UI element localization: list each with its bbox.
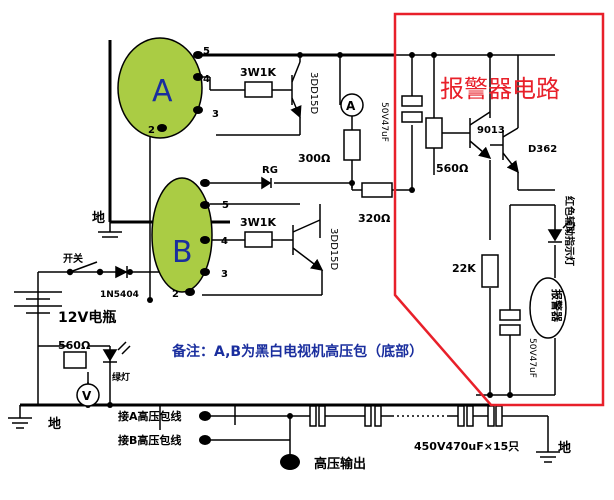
coil-b-pin-4 [200,236,210,244]
ground-symbol-coil [98,222,122,238]
ground-symbol-right [536,451,560,463]
alarm-capacitor-label: 50V47uF [527,338,537,378]
voltmeter-label: V [82,389,92,403]
alarm-wires [395,54,556,396]
transistor-d362-label: D362 [528,144,557,155]
buzzer-label: 报警器 [550,289,564,323]
transistor-9013-label: 9013 [477,125,505,136]
alarm-resistor-560: 560Ω [425,117,469,175]
wire-b-label: 接B高压包线 [118,433,181,447]
coil-b-pin-6 [200,179,210,187]
diode-1n5404 [115,265,128,279]
resistor-300-label: 300Ω [298,152,331,165]
coil-b-pin-label-5: 5 [222,200,229,211]
resistor-560-left: 560Ω [58,339,91,369]
coil-b-body [151,177,213,293]
capacitor-bank [309,405,503,427]
coil-a-pin-3 [193,106,203,114]
green-led-label: 绿灯 [112,371,130,383]
junction-dots [85,52,513,419]
red-led-label: 红色辅助指示灯 [563,196,576,266]
coil-a-pin-label-4: 4 [203,74,210,85]
ground-left-label: 地 [92,210,105,226]
resistor-3w1k-bottom: 3W1K [240,216,276,248]
battery-label: 12V电瓶 [58,309,116,326]
diode-rg [261,176,272,190]
coil-a-pin-label-3: 3 [212,109,219,120]
alarm-capacitor-top [401,95,423,123]
switch [66,261,104,276]
coil-b-pin-5 [200,201,210,209]
coil-a-pin-2 [157,124,167,132]
ammeter: A [340,93,364,117]
battery [14,291,62,314]
wire-a-terminal [199,411,211,421]
transistor-3dd15d-top [290,61,302,119]
coil-a-pin-5 [193,51,203,59]
resistor-3w1k-bottom-label: 3W1K [240,216,276,229]
voltmeter: V [76,383,100,407]
alarm-resistor-22k: 22K [452,254,499,288]
wires [37,55,549,462]
diagram-note: 备注：A,B为黑白电视机高压包（底部） [171,343,423,360]
diode-1n5404-label: 1N5404 [100,290,139,300]
alarm-capacitor-bottom [499,309,521,336]
wire-a-label: 接A高压包线 [118,409,182,423]
coil-a-pin-label-5: 5 [203,46,210,57]
coil-b-pin-label-4: 4 [221,236,228,247]
capacitor-50v47uf-main-label: 50V47uF [379,102,389,142]
resistor-320: 320Ω [358,182,393,225]
alarm-circuit-title: 报警器电路 [440,75,560,103]
red-led [547,219,576,243]
switch-label: 开关 [63,252,83,265]
ground-mid-label: 地 [48,416,61,432]
transistor-3dd15d-top-label: 3DD15D [308,72,319,114]
ground-right-label: 地 [558,440,571,456]
hv-output-terminal [280,454,300,470]
capacitor-bank-label: 450V470uF×15只 [414,440,519,453]
resistor-3w1k-top: 3W1K [240,66,276,98]
coil-b-pin-2 [185,288,195,296]
coil-a-label: A [152,74,173,109]
alarm-circuit-outline [393,12,605,407]
ammeter-label: A [346,99,356,113]
coil-b-pin-label-2: 2 [172,289,179,300]
alarm-resistor-560-label: 560Ω [436,162,469,175]
ground-symbol-left [8,405,32,429]
buzzer: 报警器 [529,277,567,339]
resistor-560-left-label: 560Ω [58,339,91,352]
transistor-3dd15d-bottom-label: 3DD15D [328,228,339,270]
coil-a: A 5 4 3 2 [117,37,219,139]
resistor-320-label: 320Ω [358,212,391,225]
green-led [102,341,131,363]
hv-output-label: 高压输出 [314,456,366,472]
coil-a-pin-label-2: 2 [148,125,155,136]
coil-b-pin-label-3: 3 [221,269,228,280]
diode-rg-label: RG [262,165,278,176]
coil-a-body [117,37,203,139]
coil-b-pin-label-6: 6 [201,178,208,189]
output-connectors [199,411,300,470]
resistor-300: 300Ω [298,129,361,165]
resistor-3w1k-top-label: 3W1K [240,66,276,79]
coil-b-pin-3 [200,268,210,276]
transistor-3dd15d-bottom [292,219,324,271]
coil-b-label: B [172,235,193,270]
transistor-d362 [502,127,519,174]
wire-b-terminal [199,435,211,445]
alarm-resistor-22k-label: 22K [452,262,476,275]
transistor-9013 [469,111,492,159]
coil-b: B 6 5 4 3 2 [151,177,229,300]
coil-a-pin-4 [193,73,203,81]
